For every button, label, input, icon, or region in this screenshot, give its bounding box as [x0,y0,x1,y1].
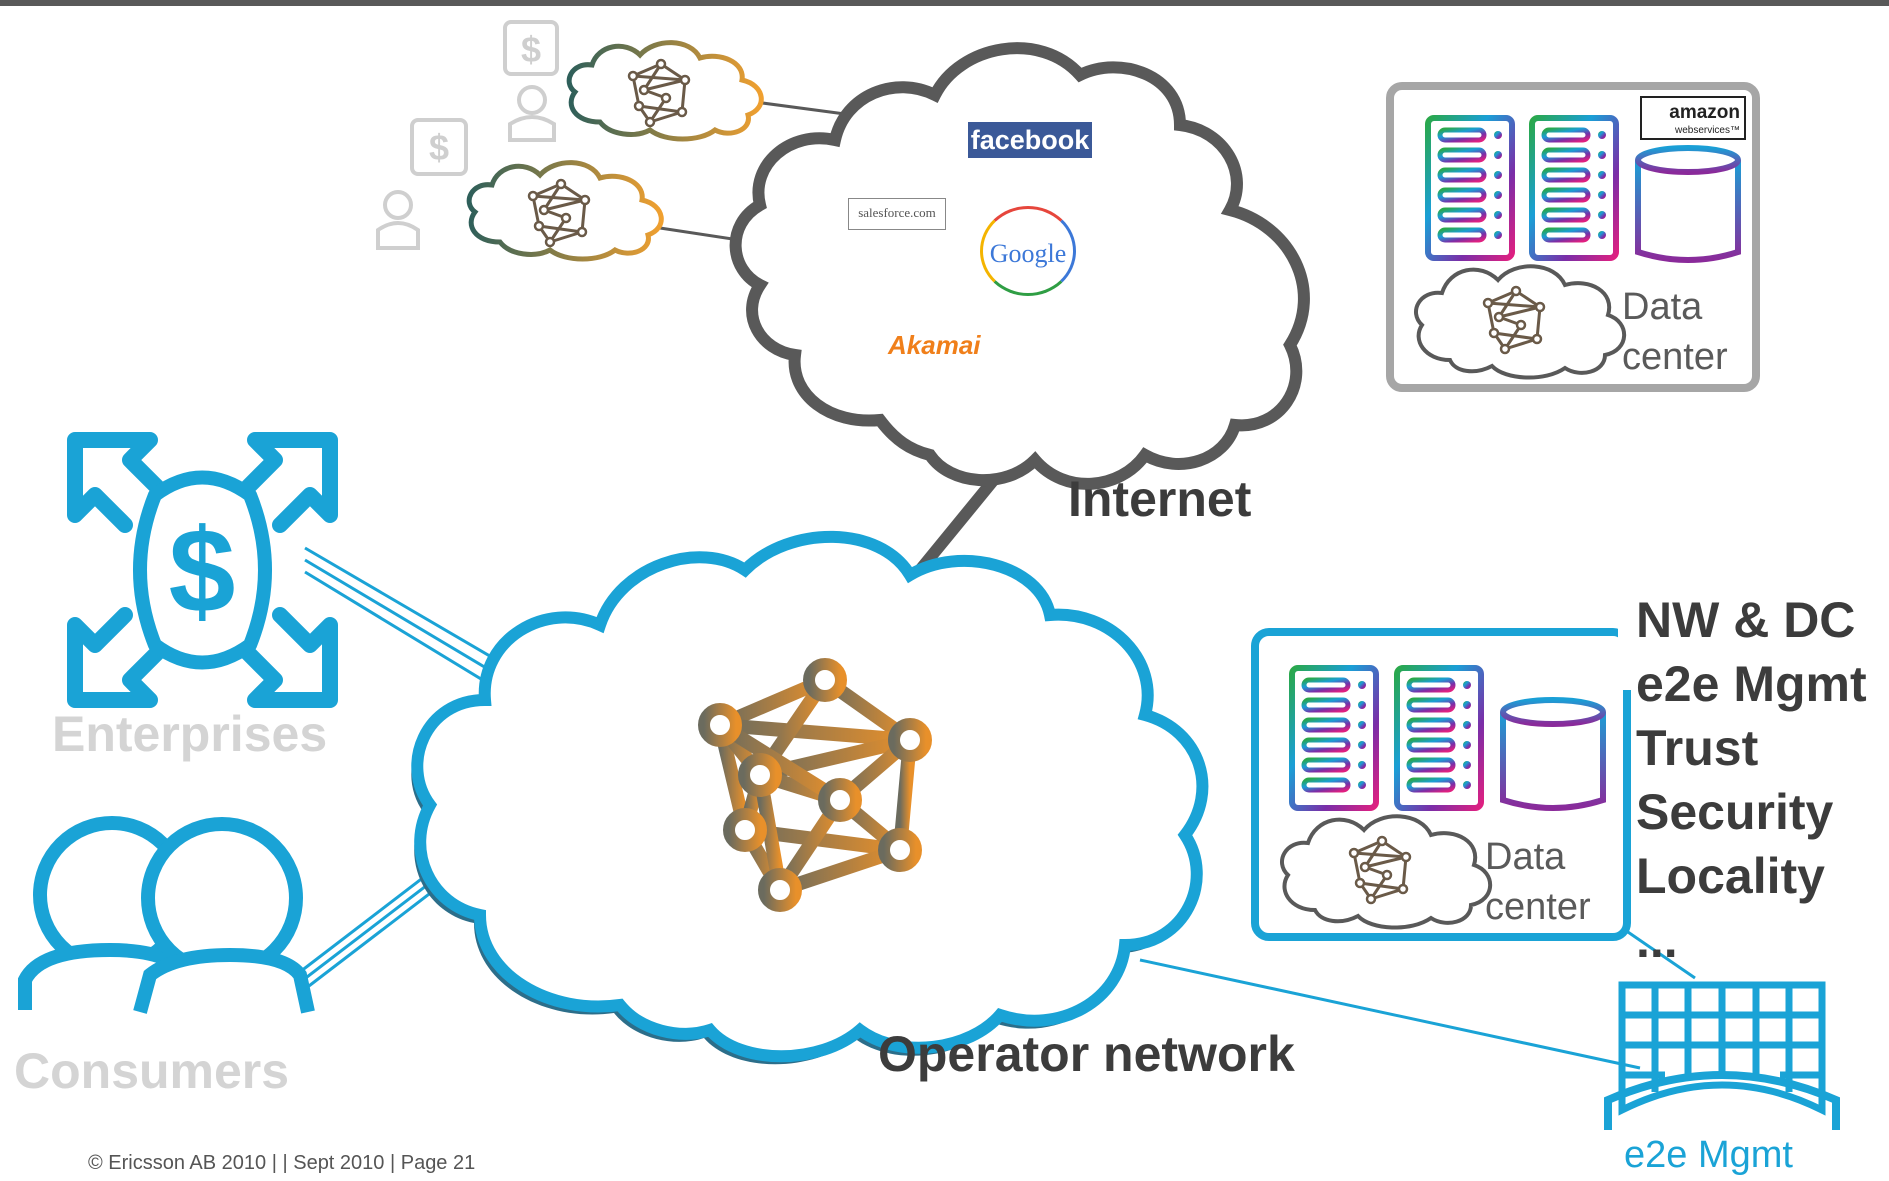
storage-cylinder-icon [1500,697,1606,811]
amazon-web-services-logo: amazon webservices™ [1640,96,1746,140]
data-center-operator [1251,620,1638,941]
dc-cloud-icon [1414,264,1627,380]
property-item: ... [1636,912,1678,968]
amazon-logo-subtext: webservices™ [1674,125,1740,136]
properties-list: NW & DC e2e Mgmt Trust Security Locality… [1636,588,1867,972]
property-item: Trust [1636,720,1759,776]
akamai-logo: Akamai [888,330,981,360]
amazon-logo-text: amazon [1669,102,1740,123]
faded-enterprise-icon-1: $ [503,20,559,76]
dc-internet-label-line1: Data [1622,286,1703,328]
partner-cloud-2 [466,160,664,262]
property-item: NW & DC [1636,592,1856,648]
svg-text:$: $ [429,127,449,168]
consumers-label: Consumers [14,1043,290,1099]
server-rack-icon [1532,118,1616,258]
faded-enterprise-icon-2: $ [410,118,468,176]
storage-cylinder-icon [1635,145,1741,263]
dc-internet-label-line2: center [1622,336,1728,378]
consumers-icon [18,816,315,1014]
enterprises-label: Enterprises [52,706,328,762]
dc-operator-label: Data center [1485,832,1591,932]
e2e-mgmt-label: e2e Mgmt [1624,1134,1793,1176]
internet-label: Internet [1068,471,1252,527]
salesforce-logo: salesforce.com [848,198,946,230]
dc-internet-label: Data center [1622,282,1728,382]
data-center-internet [1386,82,1760,392]
property-item: e2e Mgmt [1636,656,1867,712]
google-logo: Google [980,206,1076,296]
enterprise-dollar-icon: $ [67,432,338,708]
partner-cloud-1 [566,40,764,142]
faded-user-icon-2 [376,190,420,250]
e2e-mgmt-grid-icon [1604,981,1840,1130]
facebook-logo: facebook [968,122,1092,158]
server-rack-icon [1292,668,1376,808]
dc-operator-label-line1: Data [1485,836,1566,878]
svg-text:$: $ [169,504,236,638]
svg-text:$: $ [521,29,541,70]
top-rule [0,0,1889,6]
footer-text: © Ericsson AB 2010 | | Sept 2010 | Page … [88,1152,476,1174]
operator-network-label: Operator network [878,1026,1295,1082]
property-item: Locality [1636,848,1825,904]
server-rack-icon [1428,118,1512,258]
operator-cloud-icon [411,530,1209,1065]
dc-operator-label-line2: center [1485,886,1591,928]
dc-cloud-icon [1280,814,1493,930]
faded-user-icon-1 [508,85,556,142]
server-rack-icon [1397,668,1481,808]
property-item: Security [1636,784,1834,840]
